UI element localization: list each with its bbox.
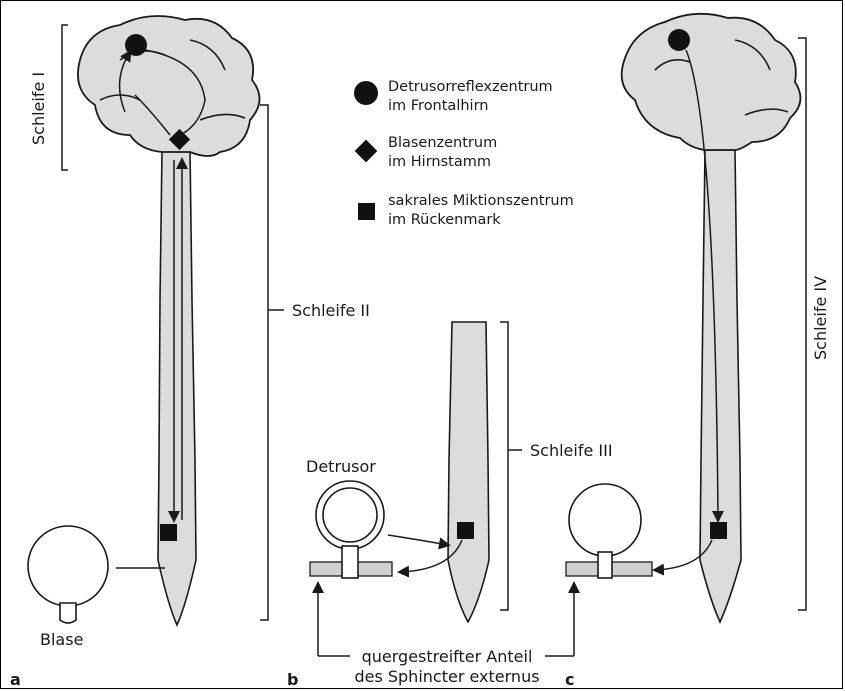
loop1-label: Schleife I xyxy=(29,72,48,145)
panel-b-label: b xyxy=(287,670,298,689)
square-icon xyxy=(358,203,375,220)
panel-b: Schleife III Detrusor b xyxy=(287,322,613,689)
loop3-bracket xyxy=(500,322,508,610)
legend-item-3-line1: sakrales Miktionszentrum xyxy=(388,193,574,209)
sphincter-callout: quergestreifter Anteil des Sphincter ext… xyxy=(318,584,574,686)
legend-item-2-line2: im Hirnstamm xyxy=(388,154,491,170)
detrusor-label: Detrusor xyxy=(306,457,376,476)
sacral-center-c xyxy=(710,522,727,539)
loop2-bracket xyxy=(260,105,268,620)
loop3-label: Schleife III xyxy=(530,441,613,460)
blase-label: Blase xyxy=(40,630,83,649)
spinal-cord-b xyxy=(448,322,489,622)
panel-c: Schleife IV c xyxy=(565,14,830,689)
spinal-cord-a xyxy=(158,150,196,625)
spinal-cord-c xyxy=(700,150,741,622)
loop2-label: Schleife II xyxy=(292,301,370,320)
bladder-a xyxy=(28,526,108,606)
bladder-c xyxy=(569,484,641,556)
bladder-neck xyxy=(60,603,76,623)
loop4-bracket xyxy=(798,38,806,610)
detrusor-reflex-center-c xyxy=(668,29,690,51)
brain-a xyxy=(78,16,260,156)
sphincter-label-line2: des Sphincter externus xyxy=(354,667,539,686)
diamond-icon xyxy=(355,140,378,163)
bladder-neck-c xyxy=(598,552,612,578)
circle-icon xyxy=(354,81,378,105)
loop4-label: Schleife IV xyxy=(811,276,830,360)
detrusor-reflex-center-a xyxy=(125,34,147,56)
brain-c xyxy=(622,14,801,150)
legend-item-3-line2: im Rückenmark xyxy=(388,212,501,228)
detrusor-inner xyxy=(323,488,377,542)
loop1-bracket xyxy=(62,25,68,170)
afferent-arrow-b xyxy=(388,535,448,545)
panel-a-label: a xyxy=(10,670,21,689)
panel-a: Schleife I Schleife II Blase a xyxy=(10,16,370,689)
sacral-center-b xyxy=(457,522,474,539)
sphincter-label-line1: quergestreifter Anteil xyxy=(362,647,533,666)
legend-item-1-line2: im Frontalhirn xyxy=(388,98,488,114)
sacral-center-a xyxy=(160,524,177,541)
legend: Detrusorreflexzentrum im Frontalhirn Bla… xyxy=(354,79,574,228)
bladder-neck-b xyxy=(342,546,358,578)
panel-c-label: c xyxy=(565,670,574,689)
legend-item-1-line1: Detrusorreflexzentrum xyxy=(388,79,553,95)
legend-item-2-line1: Blasenzentrum xyxy=(388,135,497,151)
